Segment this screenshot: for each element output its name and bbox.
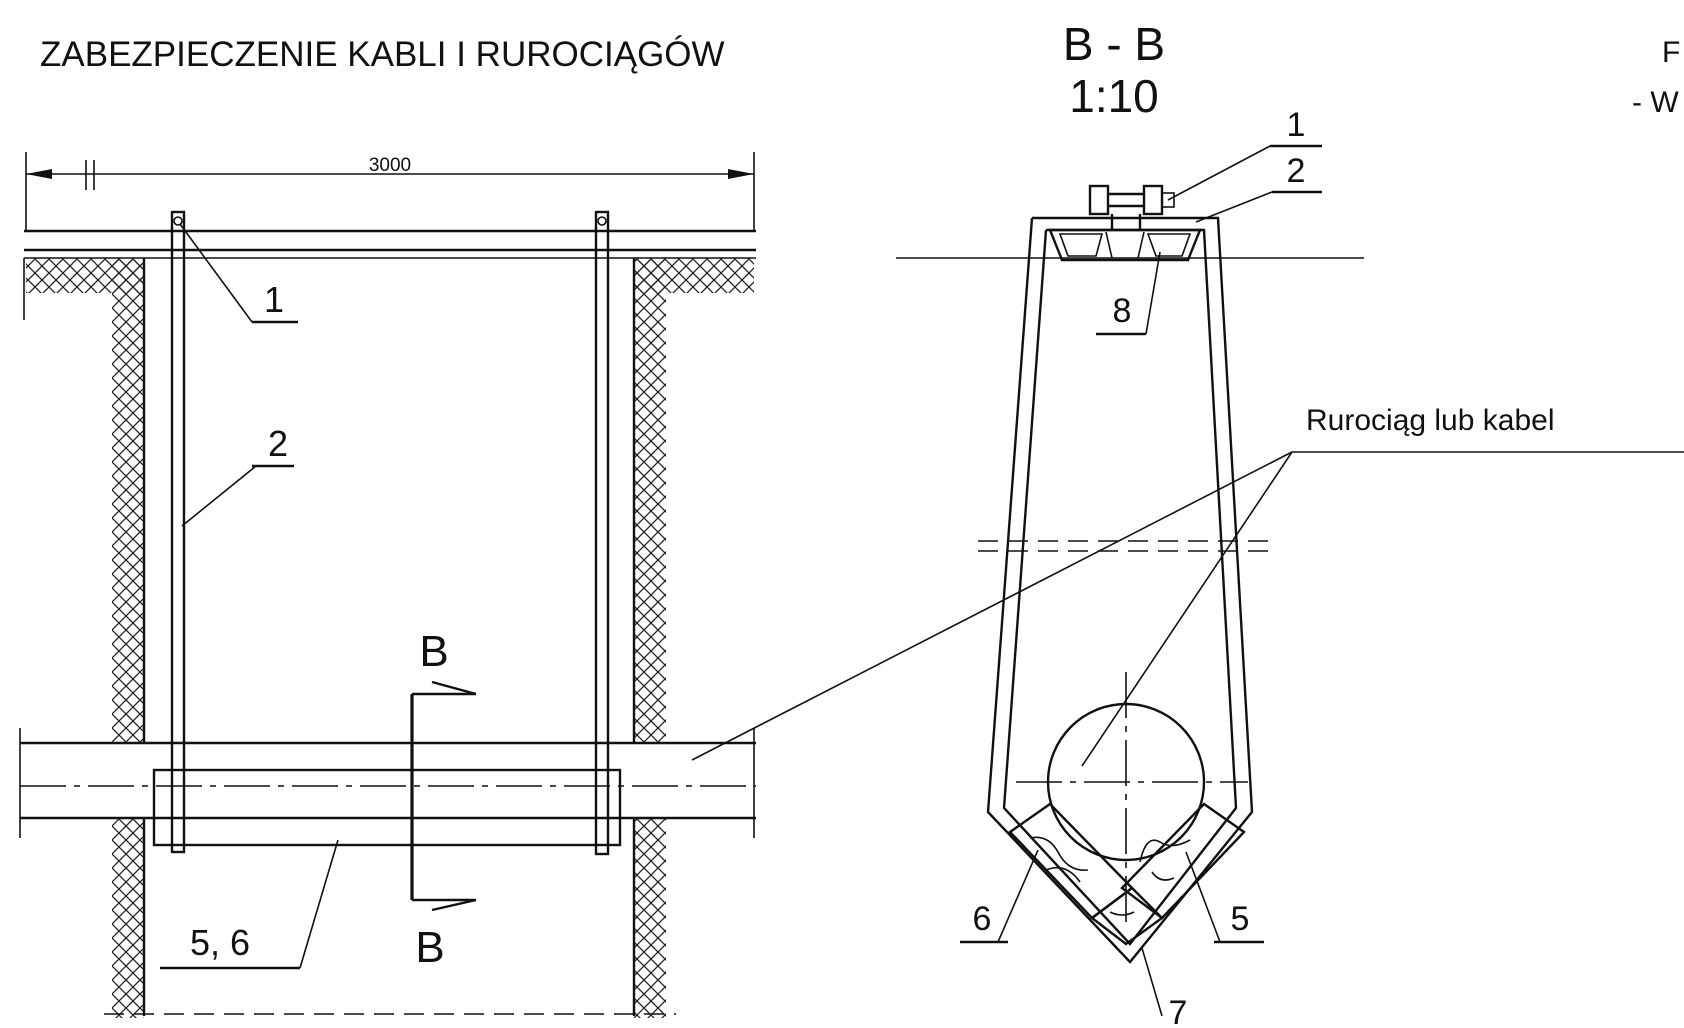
top-wedges xyxy=(1048,228,1202,262)
callout-6-section: 6 xyxy=(960,849,1039,944)
plan-view: 3000 xyxy=(19,152,1293,1018)
callout-6-section-number: 6 xyxy=(973,900,992,938)
section-title: B - B xyxy=(1063,18,1165,70)
cut-off-text-top: F xyxy=(1662,36,1680,69)
callout-5-6-plan: 5, 6 xyxy=(160,839,339,970)
section-view: B - B 1:10 xyxy=(896,18,1684,1028)
soil-hatching xyxy=(26,258,754,1018)
callout-2-section: 2 xyxy=(1195,152,1322,223)
dimension-line: 3000 xyxy=(25,152,755,232)
callout-5-section: 5 xyxy=(1185,851,1264,944)
section-marker-bottom: B xyxy=(415,923,444,972)
dimension-value: 3000 xyxy=(369,155,411,176)
callout-2-section-number: 2 xyxy=(1287,152,1306,190)
callout-2-plan: 2 xyxy=(181,423,294,527)
callout-7-section: 7 xyxy=(1141,947,1188,1028)
callout-5-section-number: 5 xyxy=(1231,900,1250,938)
section-scale: 1:10 xyxy=(1069,70,1159,122)
pipe-label-leader-section xyxy=(1081,451,1293,767)
pipe-label-leader-plan xyxy=(691,451,1293,761)
callout-7-section-number: 7 xyxy=(1169,994,1188,1028)
section-cut-marker: B B xyxy=(410,627,477,972)
pipe-label: Rurociąg lub kabel xyxy=(1306,404,1554,437)
callout-8-section: 8 xyxy=(1096,251,1161,336)
bolt xyxy=(1088,184,1175,230)
callout-1-section: 1 xyxy=(1167,106,1322,201)
callout-8-section-number: 8 xyxy=(1113,292,1132,330)
callout-1-number: 1 xyxy=(264,279,284,320)
callout-2-number: 2 xyxy=(268,423,288,464)
wood-blocks xyxy=(1008,802,1246,946)
callout-1-plan: 1 xyxy=(179,223,298,324)
hanger-rods xyxy=(170,210,610,856)
section-marker-top: B xyxy=(419,627,448,676)
callout-1-section-number: 1 xyxy=(1287,106,1306,144)
pipe-plan xyxy=(19,728,756,847)
cut-off-text-second: - W xyxy=(1632,86,1679,119)
drawing-title: ZABEZPIECZENIE KABLI I RUROCIĄGÓW xyxy=(40,35,725,74)
callout-5-6-number: 5, 6 xyxy=(190,922,250,963)
